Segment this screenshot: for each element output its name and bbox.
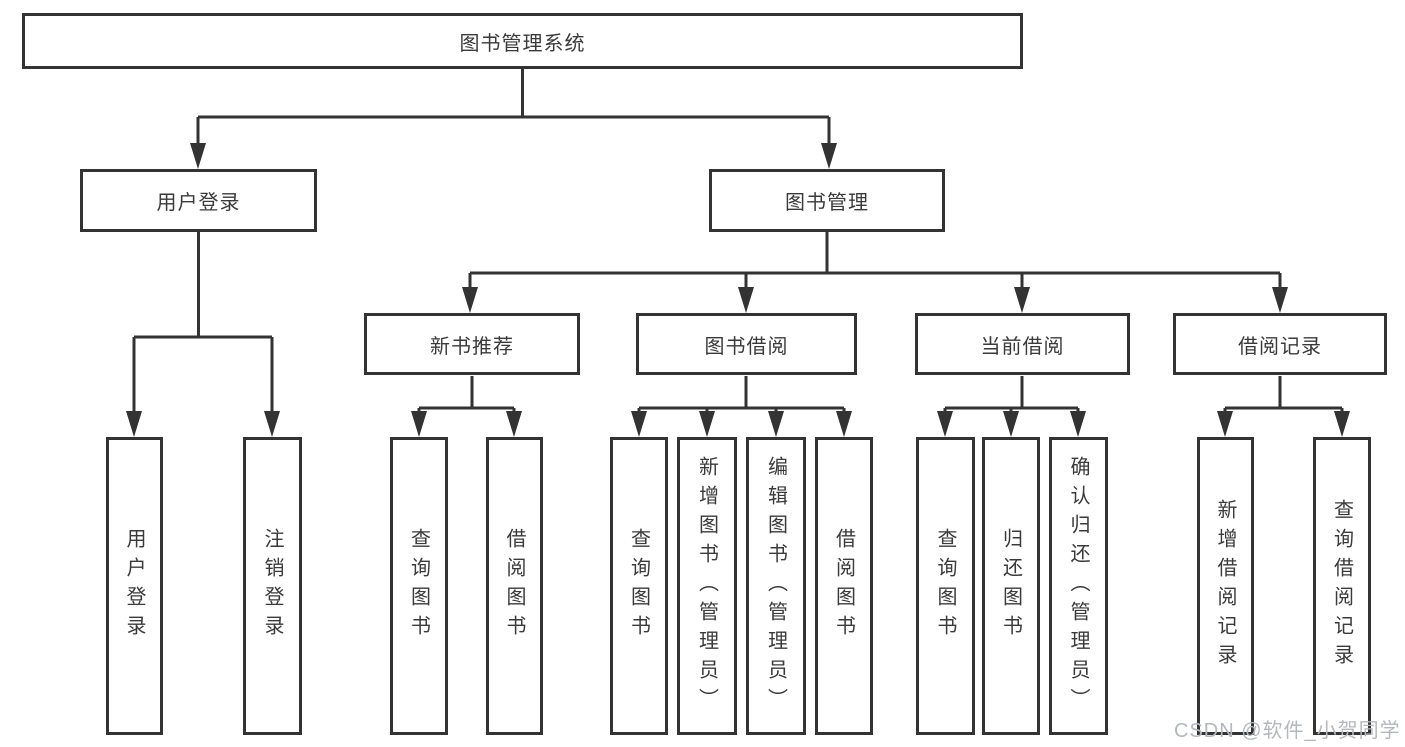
node-new-book-recommend: 新书推荐 — [364, 313, 580, 375]
node-label: 借阅记录 — [1238, 335, 1322, 358]
leaf-confirm-return-admin: 确认归还（管理员） — [1049, 437, 1108, 735]
leaf-query-books-current: 查询图书 — [916, 437, 975, 735]
node-label: 图书管理 — [785, 192, 869, 214]
leaf-label: 新增图书（管理员） — [695, 455, 718, 717]
node-label: 图书借阅 — [704, 335, 789, 358]
leaf-add-books-admin: 新增图书（管理员） — [677, 437, 737, 735]
leaf-user-login: 用户登录 — [106, 437, 163, 735]
leaf-label: 借阅图书 — [503, 528, 525, 644]
node-label: 当前借阅 — [980, 335, 1065, 358]
leaf-label: 用户登录 — [123, 528, 145, 644]
node-user-login-branch: 用户登录 — [80, 169, 317, 232]
csdn-watermark: CSDN @软件_小贺同学 — [1174, 720, 1401, 742]
node-label: 新书推荐 — [430, 335, 514, 358]
leaf-query-books-recommend: 查询图书 — [390, 437, 448, 735]
node-root-system: 图书管理系统 — [22, 13, 1023, 69]
leaf-edit-books-admin: 编辑图书（管理员） — [746, 437, 806, 735]
leaf-label: 注销登录 — [261, 528, 283, 644]
leaf-query-borrow-record: 查询借阅记录 — [1313, 437, 1371, 735]
leaf-label: 查询图书 — [627, 528, 650, 644]
leaf-label: 借阅图书 — [832, 528, 855, 644]
leaf-label: 归还图书 — [999, 528, 1022, 644]
leaf-label: 新增借阅记录 — [1214, 499, 1236, 673]
node-book-management-branch: 图书管理 — [709, 169, 945, 232]
leaf-label: 编辑图书（管理员） — [764, 455, 787, 717]
leaf-label: 查询图书 — [407, 528, 430, 644]
leaf-query-books: 查询图书 — [610, 437, 668, 735]
node-root-label: 图书管理系统 — [459, 32, 586, 55]
node-borrowing-records: 借阅记录 — [1173, 313, 1387, 375]
node-label: 用户登录 — [156, 192, 241, 214]
leaf-label: 确认归还（管理员） — [1067, 455, 1089, 717]
leaf-add-borrow-record: 新增借阅记录 — [1197, 437, 1254, 735]
leaf-borrow-books-recommend: 借阅图书 — [486, 437, 543, 735]
leaf-return-books: 归还图书 — [982, 437, 1040, 735]
leaf-label: 查询图书 — [934, 528, 956, 644]
leaf-logout: 注销登录 — [243, 437, 302, 735]
leaf-label: 查询借阅记录 — [1330, 499, 1353, 673]
leaf-borrow-books: 借阅图书 — [815, 437, 873, 735]
node-book-borrowing: 图书借阅 — [636, 313, 857, 375]
node-current-borrowing: 当前借阅 — [915, 313, 1130, 375]
